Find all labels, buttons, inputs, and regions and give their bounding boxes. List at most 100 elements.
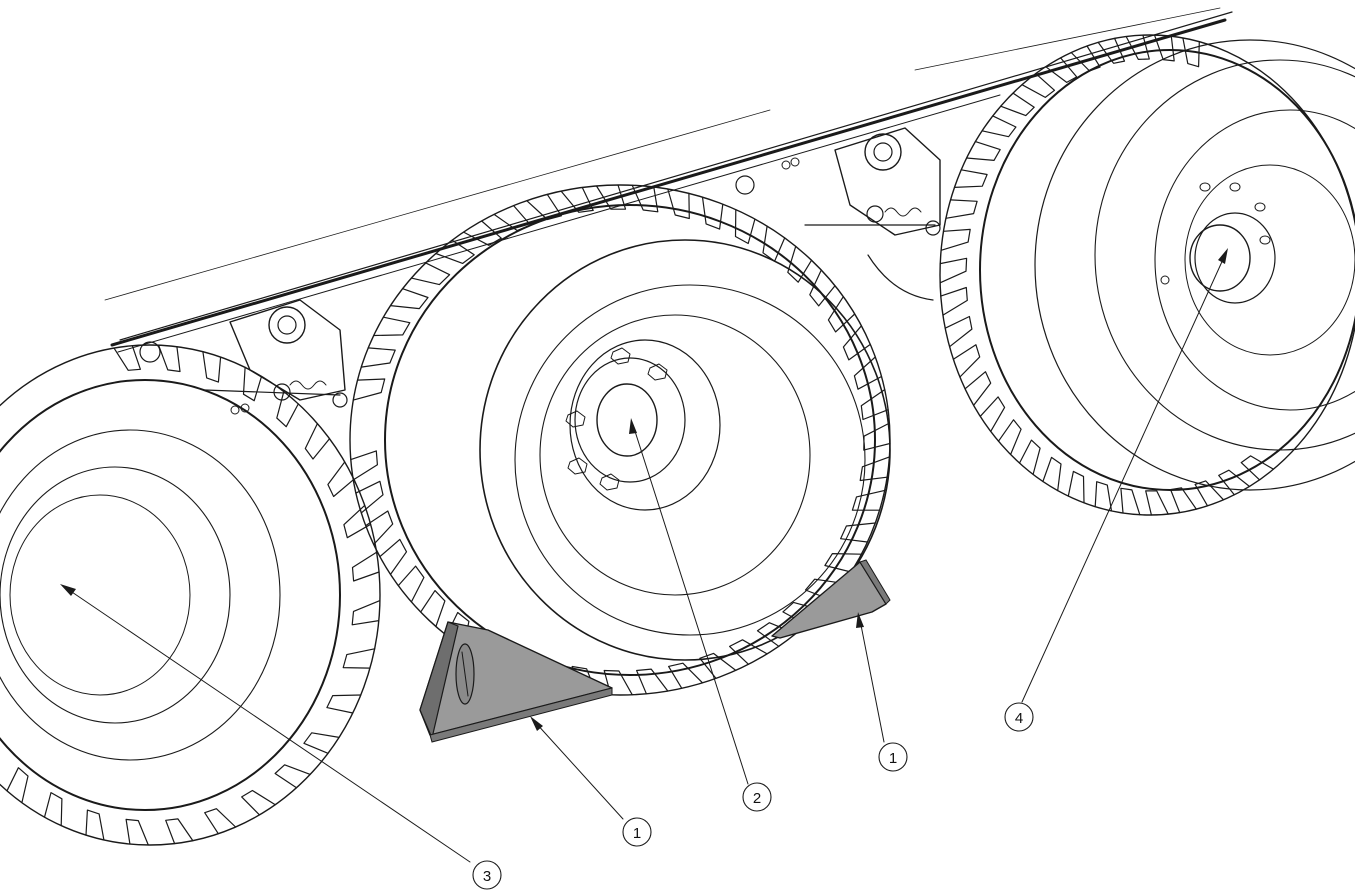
tire-tread-lug [351,600,381,626]
callout-1b: 1 [878,742,908,772]
tire-tread-lug [389,288,429,310]
wheel-chock-right [771,559,891,639]
tire-tread-lug [397,565,425,603]
tire-tread-lug [964,371,992,406]
tire-tread-lug [1094,481,1113,512]
tire-tread-lug [435,239,475,264]
tire-tread-lug [944,315,973,348]
tire-tread-lug [966,141,1001,161]
tire-tread-lug [840,522,876,543]
tire-tread-lug [1153,34,1175,62]
tire-tread-lug [804,578,844,601]
callout-1b-label: 1 [889,750,897,767]
tire-tread-lug [1070,45,1101,72]
tire-tread-lug [1067,470,1085,504]
tire-tread-lug [493,205,532,232]
right-wheel-lug-nuts [1160,182,1271,285]
tire-tread-lug [343,504,372,539]
callout-4-circle [1004,702,1034,732]
tire-tread-lug [43,792,63,827]
tire-tread-lug [952,344,981,378]
tire-tread-lug [342,648,376,669]
tire-tread-lug [165,818,194,845]
callout-4: 4 [1004,702,1034,732]
tire-tread-lug [981,115,1017,138]
tire-tread-lug [304,423,331,460]
arrowhead-3 [60,584,76,596]
tire-tread-lug [202,351,222,383]
tire-tread-lug [953,169,988,188]
callout-3: 3 [472,860,502,890]
callout-3-label: 3 [483,868,491,885]
tire-tread-lug [853,356,883,390]
tire-tread-lug [851,489,886,511]
tire-tread-lug [636,668,669,695]
tire-tread-lug [1194,480,1225,507]
callout-2-circle [742,782,772,812]
tire-tread-lug [1018,439,1041,475]
tire-tread-lug [350,450,378,481]
tire-tread-lug [940,228,971,251]
leader-lines [60,248,1228,863]
chassis-frame [104,7,1233,353]
callout-1a-label: 1 [633,825,641,842]
tire-tread-lug [979,396,1006,432]
tire-tread-lug [824,553,862,573]
tire-tread-lug [699,652,737,679]
tire-tread-lug [373,316,411,337]
tire-tread-lug [241,789,276,816]
tire-tread-lug [526,193,562,221]
tire-tread-lug [355,480,384,514]
callout-1a-circle [622,817,652,847]
tire-tread-lug [734,209,756,245]
tire-tread-lug [276,391,299,428]
tire-tread-lug [351,551,380,582]
tire-tread-lug [863,422,891,451]
callout-1a: 1 [622,817,652,847]
tire-tread-lug [365,510,394,546]
callout-4-label: 4 [1015,710,1023,727]
tire-tread-lug [560,186,594,213]
callout-2: 2 [742,782,772,812]
tire-tread-lug [242,366,263,402]
tire-tread-lug [410,262,451,286]
arrowhead-1b [856,612,864,628]
tire-tread-lug [603,669,633,696]
tire-tread-lug [379,538,408,575]
tire-tread-lug [1218,469,1250,496]
tire-tread-lug [595,184,627,210]
tire-tread-lug [6,767,29,804]
tire-tread-lug [1045,57,1078,83]
tire-tread-lug [1120,487,1141,516]
tire-tread-lug [327,461,355,498]
tire-tread-lug [1240,455,1274,481]
tire-tread-lug [859,456,890,482]
tire-tread-lug [827,296,856,333]
tire-tread-lug [1021,73,1056,98]
arrowhead-1a [530,716,543,731]
tire-tread-lug [667,188,690,220]
tire-tread-lug [1097,37,1126,64]
tire-tread-lug [729,639,768,665]
tire-tread-lug [809,269,836,307]
suspension-middle [735,127,941,301]
tire-tread-lug [463,220,502,246]
tire-tread-lug [940,286,968,316]
wheel-chock-left [419,621,613,743]
callout-3-circle [472,860,502,890]
tire-tread-lug [125,818,149,846]
tire-tread-lug [352,378,386,401]
tire-tread-lug [158,344,181,373]
tire-tread-lug [274,764,311,789]
left-wheel [0,344,381,846]
tire-tread-lug [1042,456,1062,492]
arrowhead-4 [1218,248,1228,264]
tire-tread-lug [360,347,396,368]
tire-tread-lug [420,590,446,628]
tire-tread-lug [303,732,340,754]
tire-tread-lug [326,694,362,714]
tire-tread-lug [842,325,871,361]
tire-tread-lug [1170,487,1197,514]
